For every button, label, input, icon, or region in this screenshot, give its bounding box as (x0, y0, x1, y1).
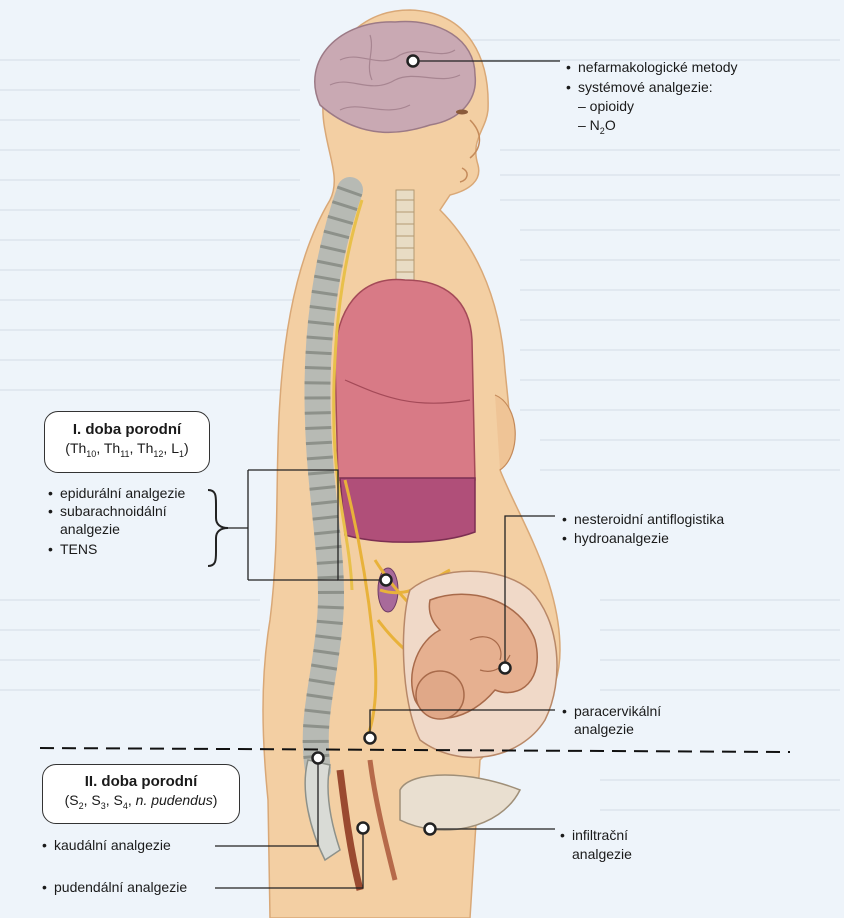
bullet: • (48, 484, 60, 502)
bullet: • (566, 58, 578, 76)
bullet: • (560, 826, 572, 844)
label-text: analgezie (572, 846, 632, 862)
stage1-method-epidural: •epidurální analgezie (48, 484, 185, 502)
label-text: infiltrační (572, 827, 628, 843)
label-nonpharmacological: •nefarmakologické metody (566, 58, 738, 76)
bladder (400, 775, 520, 830)
label-paracervical-cont: analgezie (574, 720, 634, 738)
liver (340, 478, 475, 542)
label-text: nesteroidní antiflogistika (574, 511, 724, 527)
label-infiltration: •infiltrační (560, 826, 628, 844)
stage1-title: I. doba porodní (45, 420, 209, 439)
bullet: • (566, 78, 578, 96)
trachea (396, 190, 414, 285)
label-text: kaudální analgezie (54, 837, 171, 853)
bullet: • (42, 878, 54, 896)
label-text: nefarmakologické metody (578, 59, 738, 75)
stage1-method-subarachnoid: •subarachnoidální (48, 502, 167, 520)
label-caudal: •kaudální analgezie (42, 836, 171, 854)
stage1-method-tens: •TENS (48, 540, 97, 558)
stage2-title: II. doba porodní (43, 772, 239, 791)
stage1-brace (208, 490, 228, 566)
label-nsaid: •nesteroidní antiflogistika (562, 510, 724, 528)
label-n2o: – N2O (578, 116, 616, 140)
method-label: TENS (60, 541, 97, 557)
method-label: subarachnoidální (60, 503, 167, 519)
label-text: hydroanalgezie (574, 530, 669, 546)
label-text: – opioidy (578, 98, 634, 114)
lung (335, 280, 475, 489)
label-text: paracervikální (574, 703, 661, 719)
label-infiltration-cont: analgezie (572, 845, 632, 863)
bullet: • (562, 702, 574, 720)
stage1-box: I. doba porodní (Th10, Th11, Th12, L1) (44, 411, 210, 473)
stage2-box: II. doba porodní (S2, S3, S4, n. pudendu… (42, 764, 240, 824)
method-label: epidurální analgezie (60, 485, 185, 501)
stage1-nerves: (Th10, Th11, Th12, L1) (45, 439, 209, 464)
label-systemic: •systémové analgezie: (566, 78, 713, 96)
label-opioids: – opioidy (578, 97, 634, 115)
label-hydroanalgesia: •hydroanalgezie (562, 529, 669, 547)
bullet: • (48, 502, 60, 520)
bullet: • (562, 529, 574, 547)
bullet: • (48, 540, 60, 558)
eye (456, 110, 468, 115)
label-text: analgezie (574, 721, 634, 737)
label-text: pudendální analgezie (54, 879, 187, 895)
brain (315, 22, 476, 133)
bullet: • (42, 836, 54, 854)
label-paracervical: •paracervikální (562, 702, 661, 720)
method-label: analgezie (60, 521, 120, 537)
stage1-method-subarachnoid-cont: analgezie (60, 520, 120, 538)
label-pudendal: •pudendální analgezie (42, 878, 187, 896)
label-text: systémové analgezie: (578, 79, 713, 95)
bullet: • (562, 510, 574, 528)
fetus-head (416, 671, 464, 719)
stage2-nerves: (S2, S3, S4, n. pudendus) (43, 791, 239, 816)
